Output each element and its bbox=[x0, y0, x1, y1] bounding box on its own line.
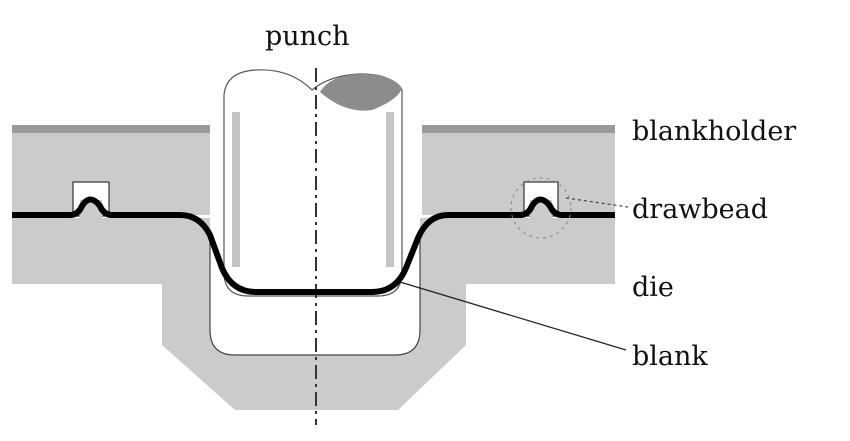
label-punch: punch bbox=[265, 21, 350, 52]
die-cavity-outline bbox=[209, 240, 421, 356]
blankholder-left-top-band bbox=[12, 125, 210, 133]
drawbead-leader-line bbox=[565, 197, 629, 208]
label-blank: blank bbox=[632, 341, 708, 372]
die bbox=[12, 218, 615, 410]
punch-shade-right bbox=[386, 112, 394, 267]
blankholder-right bbox=[422, 125, 615, 215]
punch-shade-left bbox=[232, 112, 240, 267]
punch-section-cut bbox=[320, 74, 402, 111]
blank-leader-line bbox=[399, 281, 627, 351]
blank bbox=[12, 196, 615, 295]
blankholder-right-top-band bbox=[422, 125, 615, 133]
label-die: die bbox=[632, 272, 674, 303]
label-blankholder: blankholder bbox=[632, 116, 796, 147]
label-drawbead: drawbead bbox=[632, 194, 768, 225]
drawbead-detail-circle bbox=[510, 177, 572, 239]
blankholder-left bbox=[12, 125, 210, 215]
